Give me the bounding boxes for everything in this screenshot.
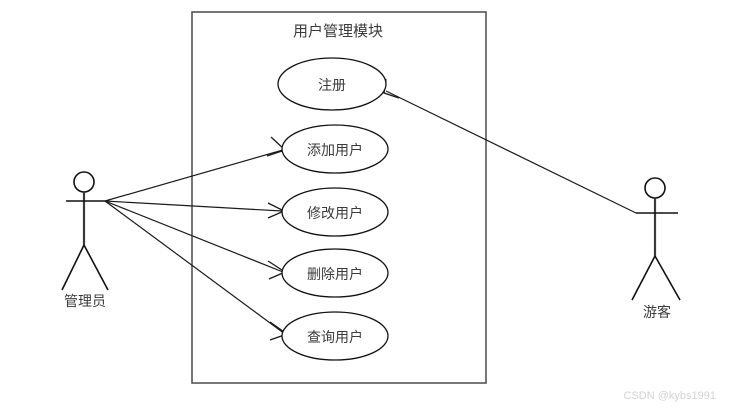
use-case-label-add-user: 添加用户: [307, 142, 363, 159]
association-lines-group: [104, 90, 637, 335]
actor-leg-right-guest: [654, 255, 681, 301]
use-case-query-user[interactable]: 查询用户: [281, 311, 389, 361]
use-case-ellipse-add-user[interactable]: [281, 124, 389, 174]
actor-guest[interactable]: 游客: [631, 177, 681, 321]
use-case-ellipse-query-user[interactable]: [281, 311, 389, 361]
use-case-ellipse-delete-user[interactable]: [281, 248, 389, 298]
association-admin-to-query-user: [104, 200, 286, 335]
use-case-ellipse-edit-user[interactable]: [281, 187, 389, 237]
actor-leg-right-admin: [83, 244, 109, 291]
use-cases-group: 注册 添加用户 修改用户 删除用户 查询用户: [277, 57, 389, 361]
use-case-register[interactable]: 注册: [277, 57, 387, 111]
use-case-add-user[interactable]: 添加用户: [281, 124, 389, 174]
actor-head-icon-admin: [73, 171, 95, 193]
actor-leg-left-admin: [61, 244, 85, 291]
use-case-delete-user[interactable]: 删除用户: [281, 248, 389, 298]
association-admin-to-delete-user: [104, 200, 284, 273]
system-boundary-title: 用户管理模块: [293, 23, 383, 40]
use-case-label-query-user: 查询用户: [307, 329, 363, 346]
watermark-label: CSDN @kybs1991: [624, 390, 716, 402]
actor-label-guest: 游客: [643, 304, 671, 321]
use-case-ellipse-register[interactable]: [277, 57, 387, 111]
association-admin-to-add-user: [104, 149, 284, 202]
use-case-label-delete-user: 删除用户: [307, 266, 363, 283]
association-guest-to-register: [385, 90, 637, 214]
actor-label-admin: 管理员: [64, 294, 106, 310]
actor-leg-left-guest: [631, 255, 656, 301]
use-case-label-edit-user: 修改用户: [307, 205, 363, 222]
actor-admin[interactable]: 管理员: [61, 171, 109, 310]
use-case-edit-user[interactable]: 修改用户: [281, 187, 389, 237]
use-case-label-register: 注册: [318, 78, 346, 94]
actor-head-icon-guest: [644, 177, 666, 199]
association-admin-to-edit-user: [104, 200, 283, 212]
